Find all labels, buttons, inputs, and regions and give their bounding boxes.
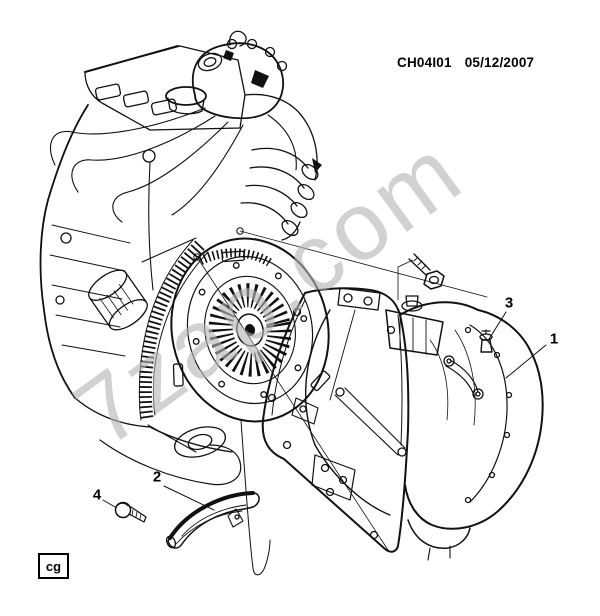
engine-illustration — [39, 30, 322, 486]
author-code-text: cg — [45, 558, 62, 574]
callout-4: 4 — [92, 486, 102, 504]
diagram-header: CH04I01 05/12/2007 — [397, 55, 534, 70]
diagram-date: 05/12/2007 — [464, 55, 535, 70]
transmission-line-art — [261, 287, 544, 561]
callout-1: 1 — [549, 330, 559, 348]
callout-2: 2 — [152, 468, 162, 486]
clutch-flywheel-line-art — [170, 237, 331, 423]
callout-3: 3 — [504, 294, 514, 312]
callout-leader-lines — [102, 227, 547, 551]
vent-plug-line-art — [479, 329, 493, 353]
cover-screw-line-art — [114, 501, 147, 523]
diagram-code: CH04I01 — [397, 55, 452, 70]
dust-cover-line-art — [165, 419, 271, 576]
author-code-badge: cg — [38, 553, 69, 579]
mounting-bolt-line-art — [397, 253, 445, 301]
